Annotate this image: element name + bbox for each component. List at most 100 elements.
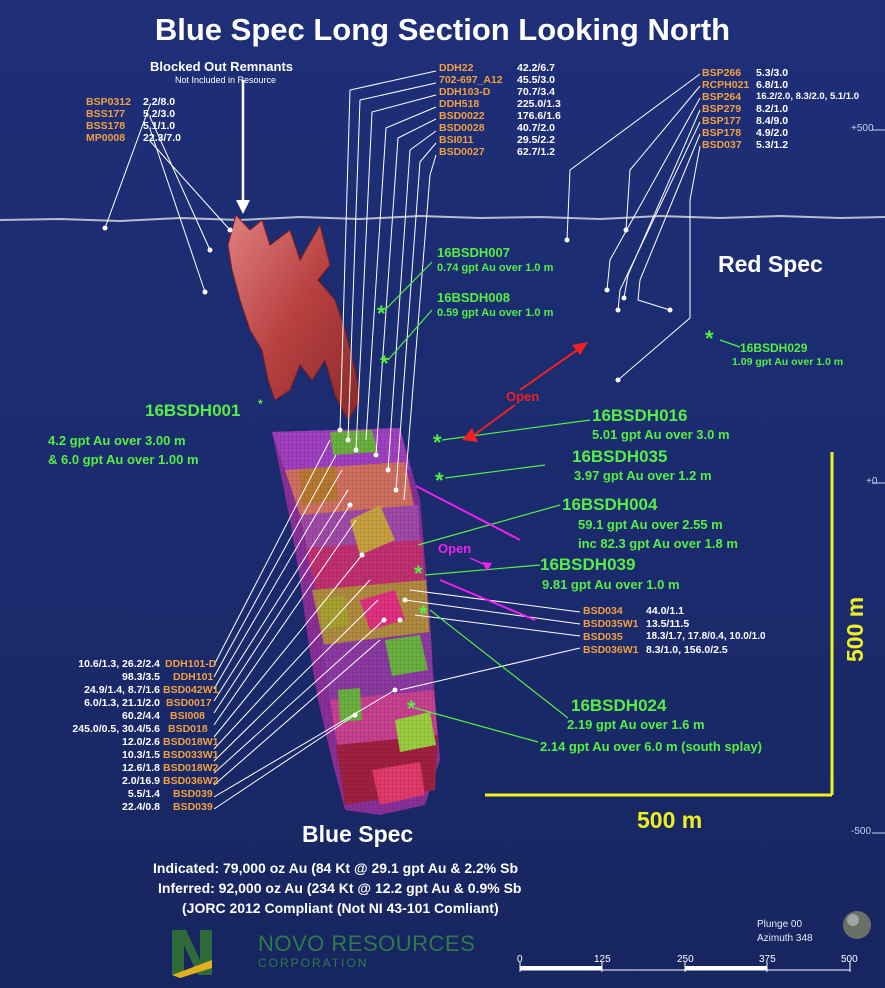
drill-points bbox=[102, 225, 673, 718]
hole-value: 6.0/1.3, 21.1/2.0 bbox=[84, 697, 160, 709]
intercept-star: * bbox=[380, 351, 389, 376]
scale-label-horizontal: 500 m bbox=[637, 807, 703, 833]
red-spec-label: Red Spec bbox=[718, 251, 823, 277]
hole-label: BSD018W2 bbox=[163, 762, 219, 774]
view-azimuth: Azimuth 348 bbox=[757, 933, 813, 944]
hole-value: 10.6/1.3, 26.2/2.4 bbox=[78, 658, 160, 670]
open-arrow-up bbox=[519, 347, 581, 391]
hole-value: 10.3/1.5 bbox=[122, 749, 160, 761]
hole-label: BSD042W1 bbox=[163, 684, 219, 696]
magenta-line-1 bbox=[415, 485, 521, 541]
elevation-tick: +500 bbox=[851, 123, 874, 134]
intercept-star: * bbox=[419, 601, 428, 626]
hole-value: 16.2/2.0, 8.3/2.0, 5.1/1.0 bbox=[756, 91, 859, 102]
intercept-star: * bbox=[377, 301, 386, 326]
hole-label: BSP266 bbox=[702, 67, 742, 79]
intercept-value: 5.01 gpt Au over 3.0 m bbox=[592, 427, 730, 442]
intercept-value: 0.74 gpt Au over 1.0 m bbox=[437, 262, 554, 274]
blue-spec-label: Blue Spec bbox=[302, 821, 414, 847]
hole-value: 18.3/1.7, 17.8/0.4, 10.0/1.0 bbox=[646, 631, 766, 642]
intercept-id: 16BSDH004 bbox=[562, 495, 658, 514]
hole-value: 2.0/16.9 bbox=[122, 775, 160, 787]
open-label: Open bbox=[438, 541, 472, 556]
hole-label: BSP279 bbox=[702, 103, 742, 115]
hole-value: 40.7/2.0 bbox=[517, 122, 555, 134]
hole-value: 8.4/9.0 bbox=[756, 115, 789, 127]
hole-label: BSP264 bbox=[702, 91, 742, 103]
hole-label: BSD036W1 bbox=[583, 644, 639, 656]
hole-label: RCPH021 bbox=[702, 79, 750, 91]
intercept-star-small: * bbox=[258, 397, 263, 411]
hole-value: 22.4/0.8 bbox=[122, 801, 160, 813]
hole-value: 12.0/2.6 bbox=[122, 736, 160, 748]
hole-value: 22.3/7.0 bbox=[143, 132, 181, 144]
hole-label: BSD0027 bbox=[439, 146, 485, 158]
elevation-tick: -500 bbox=[851, 826, 872, 837]
hole-label: BSP0312 bbox=[86, 96, 131, 108]
blocked-out-title: Blocked Out Remnants bbox=[150, 59, 294, 74]
hole-label: BSP178 bbox=[702, 127, 742, 139]
intercept-value: 4.2 gpt Au over 3.00 m bbox=[48, 433, 186, 448]
intercept-value: inc 82.3 gpt Au over 1.8 m bbox=[578, 536, 738, 551]
hole-label: BSI011 bbox=[439, 134, 474, 146]
scale-tick: 375 bbox=[759, 954, 776, 965]
hole-label: DDH518 bbox=[439, 98, 480, 110]
hole-label: BSD035W1 bbox=[583, 618, 639, 630]
logo-sub: CORPORATION bbox=[258, 956, 369, 970]
intercept-value: 0.59 gpt Au over 1.0 m bbox=[437, 307, 554, 319]
hole-value: 245.0/0.5, 30.4/5.6 bbox=[72, 723, 160, 735]
hole-value: 12.6/1.8 bbox=[122, 762, 160, 774]
intercept-id: 16BSDH008 bbox=[437, 290, 510, 305]
hole-value: 5.2/3.0 bbox=[143, 108, 176, 120]
hole-value: 5.5/1.4 bbox=[127, 788, 160, 800]
drill-leaders bbox=[104, 70, 701, 810]
hole-value: 29.5/2.2 bbox=[517, 134, 555, 146]
hole-value: 225.0/1.3 bbox=[517, 98, 561, 110]
hole-value: 6.8/1.0 bbox=[756, 79, 789, 91]
hole-label: BSD036W2 bbox=[163, 775, 219, 787]
hole-value: 42.2/6.7 bbox=[517, 62, 555, 74]
hole-value: 62.7/1.2 bbox=[517, 146, 555, 158]
scale-tick: 0 bbox=[517, 954, 523, 965]
hole-label: BSD039 bbox=[173, 801, 213, 813]
hole-value: 13.5/11.5 bbox=[646, 618, 690, 630]
hole-label: BSD034 bbox=[583, 605, 623, 617]
hole-label: MP0008 bbox=[86, 132, 126, 144]
intercept-id: 16BSDH029 bbox=[740, 341, 808, 355]
resource-indicated: Indicated: 79,000 oz Au (84 Kt @ 29.1 gp… bbox=[153, 860, 519, 876]
intercept-id: 16BSDH007 bbox=[437, 245, 510, 260]
hole-label: BSD018W1 bbox=[163, 736, 219, 748]
open-arrow-down bbox=[469, 404, 516, 439]
hole-label: BSD0017 bbox=[166, 697, 212, 709]
intercept-value: 9.81 gpt Au over 1.0 m bbox=[542, 577, 680, 592]
compass-icon bbox=[843, 911, 871, 939]
intercept-id: 16BSDH024 bbox=[571, 696, 667, 715]
blocked-out-remnants bbox=[227, 213, 361, 422]
hole-label: 702-697_A12 bbox=[439, 74, 503, 86]
intercept-id: 16BSDH039 bbox=[540, 555, 636, 574]
hole-value: 44.0/1.1 bbox=[646, 605, 684, 617]
resource-jorc: (JORC 2012 Compliant (Not NI 43-101 Coml… bbox=[182, 900, 499, 916]
intercept-id: 16BSDH016 bbox=[592, 406, 688, 425]
hole-value: 8.3/1.0, 156.0/2.5 bbox=[646, 644, 728, 656]
blocked-out-subtitle: Not Included in Resource bbox=[175, 75, 277, 85]
intercept-star: * bbox=[705, 326, 714, 351]
intercept-star: * bbox=[414, 561, 423, 586]
hole-label: DDH103-D bbox=[439, 86, 491, 98]
hole-label: BSS177 bbox=[86, 108, 126, 120]
hole-value: 98.3/3.5 bbox=[122, 671, 160, 683]
hole-label: DDH101-D bbox=[165, 658, 217, 670]
hole-label: BSP177 bbox=[702, 115, 742, 127]
page-title: Blue Spec Long Section Looking North bbox=[154, 12, 731, 47]
hole-label: BSD033W1 bbox=[163, 749, 219, 761]
intercept-value: 59.1 gpt Au over 2.55 m bbox=[578, 517, 723, 532]
resource-inferred: Inferred: 92,000 oz Au (234 Kt @ 12.2 gp… bbox=[158, 880, 522, 896]
hole-label: BSD035 bbox=[583, 631, 623, 643]
hole-label: DDH22 bbox=[439, 62, 474, 74]
novo-logo-mark bbox=[172, 930, 212, 978]
hole-label: BSS178 bbox=[86, 120, 126, 132]
hole-label: BSD0022 bbox=[439, 110, 485, 122]
open-label: Open bbox=[506, 389, 540, 404]
